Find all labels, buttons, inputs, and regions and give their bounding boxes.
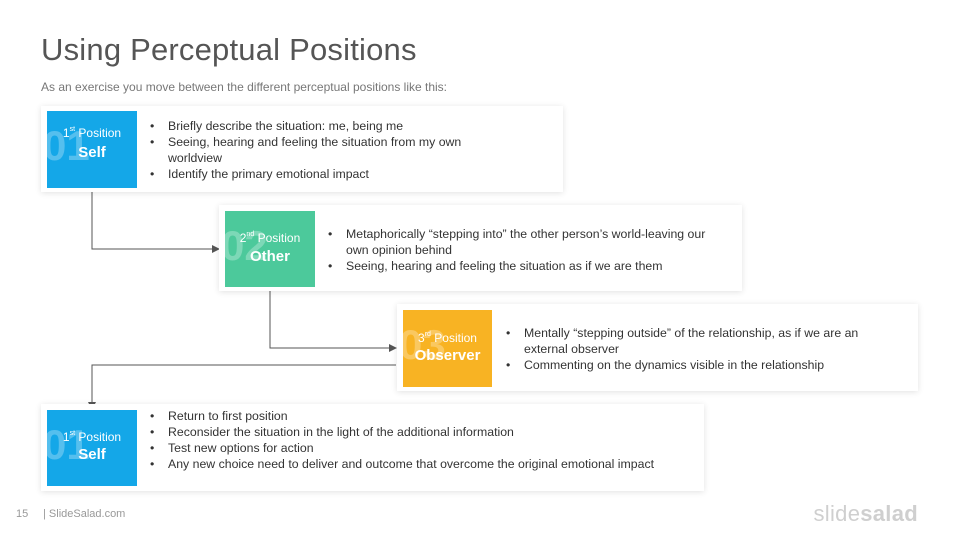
badge-position-label: 1st Position xyxy=(62,430,122,444)
step-bullets-self: Briefly describe the situation: me, bein… xyxy=(148,118,508,182)
badge-number: 01 xyxy=(47,122,90,169)
step-bullets-self-return: Return to first position Reconsider the … xyxy=(148,408,668,472)
position-badge-other: 02 2nd Position Other xyxy=(225,211,315,287)
badge-name: Other xyxy=(249,248,290,265)
bullet-item: Commenting on the dynamics visible in th… xyxy=(504,357,904,373)
footer-site-link: | SlideSalad.com xyxy=(43,508,126,520)
badge-number: 01 xyxy=(47,421,90,468)
badge-name: Self xyxy=(78,446,106,463)
badge-position-label: 2nd Position xyxy=(239,231,301,245)
bullet-item: Return to first position xyxy=(148,408,668,424)
connector-1-to-2 xyxy=(91,188,220,253)
bullet-item: Mentally “stepping outside” of the relat… xyxy=(504,325,904,357)
brand-logo: slidesalad xyxy=(813,501,918,526)
bullet-item: Reconsider the situation in the light of… xyxy=(148,424,668,440)
connector-3-to-4 xyxy=(88,364,396,410)
connector-2-to-3 xyxy=(269,287,397,352)
bullet-item: Seeing, hearing and feeling the situatio… xyxy=(148,134,508,166)
bullet-item: Identify the primary emotional impact xyxy=(148,166,508,182)
bullet-item: Seeing, hearing and feeling the situatio… xyxy=(326,258,726,274)
badge-position-label: 3rd Position xyxy=(418,331,477,345)
bullet-item: Any new choice need to deliver and outco… xyxy=(148,456,668,472)
step-bullets-other: Metaphorically “stepping into” the other… xyxy=(326,226,726,274)
bullet-item: Briefly describe the situation: me, bein… xyxy=(148,118,508,134)
badge-number: 02 xyxy=(225,222,268,269)
bullet-item: Metaphorically “stepping into” the other… xyxy=(326,226,726,258)
badge-name: Self xyxy=(78,144,106,161)
position-badge-self-return: 01 1st Position Self xyxy=(47,410,137,486)
position-badge-self: 01 1st Position Self xyxy=(47,111,137,188)
page-title: Using Perceptual Positions xyxy=(41,32,417,67)
bullet-item: Test new options for action xyxy=(148,440,668,456)
badge-number: 03 xyxy=(403,321,446,368)
page-subtitle: As an exercise you move between the diff… xyxy=(41,80,448,94)
position-badge-observer: 03 3rd Position Observer xyxy=(403,310,492,387)
step-bullets-observer: Mentally “stepping outside” of the relat… xyxy=(504,325,904,373)
page-number: 15 xyxy=(16,508,29,520)
badge-name: Observer xyxy=(414,347,481,364)
badge-position-label: 1st Position xyxy=(62,126,122,140)
